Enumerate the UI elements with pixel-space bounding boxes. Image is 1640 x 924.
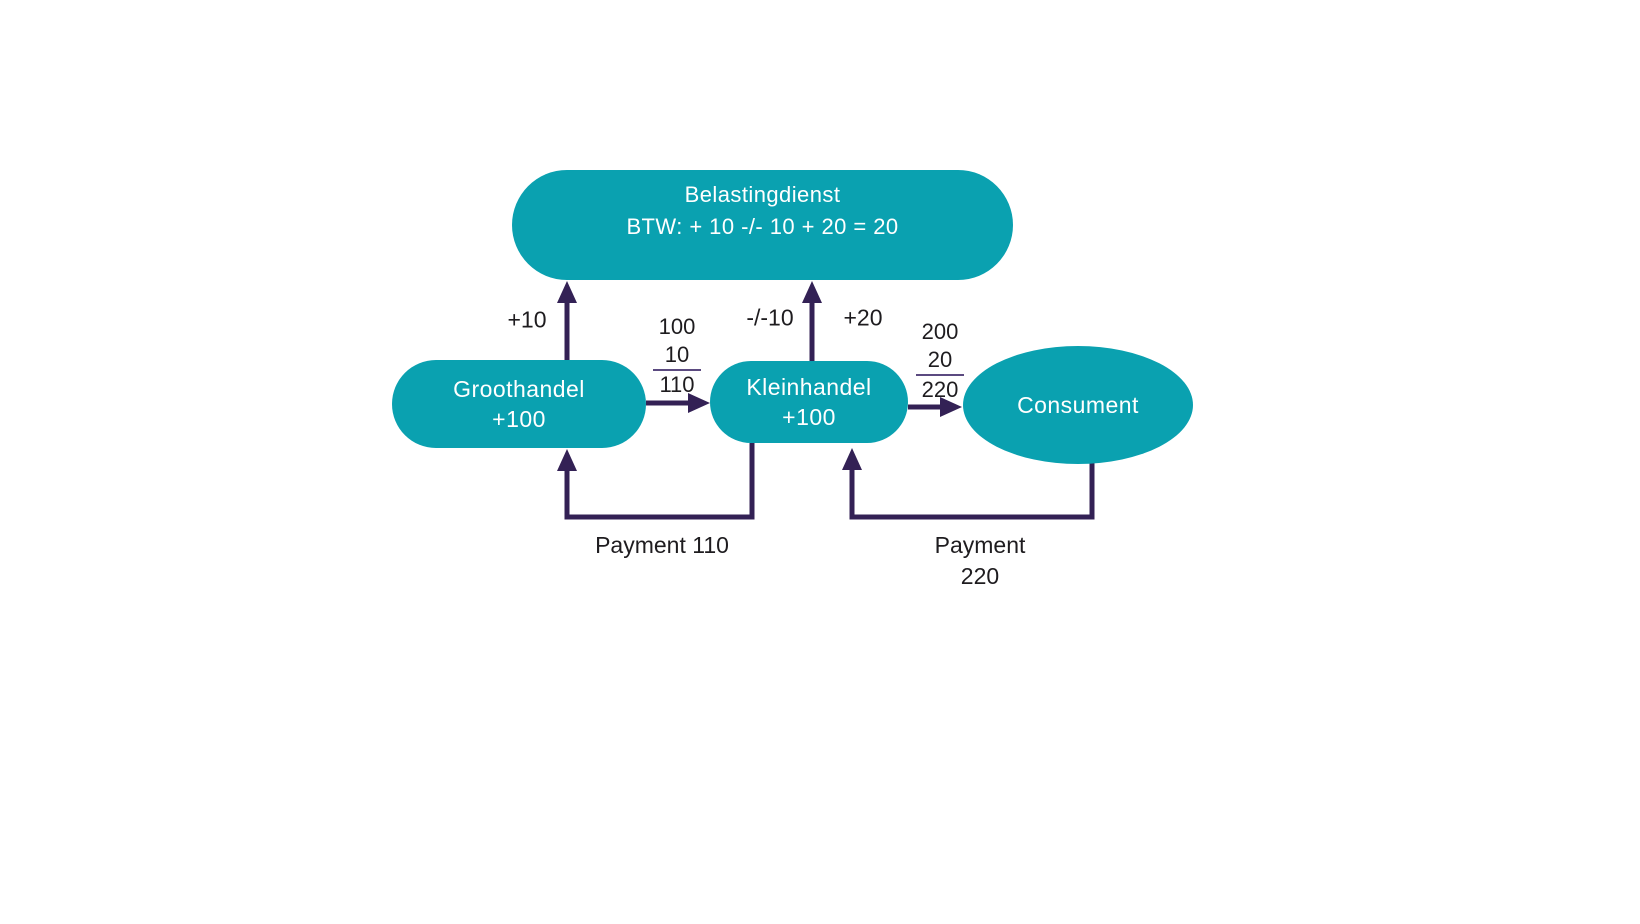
label-payment-110: Payment 110	[595, 530, 729, 561]
label-payment-220-amount: 220	[960, 563, 1000, 589]
invoice-retail-to-consumer: 200 20 220	[916, 318, 964, 404]
node-groothandel-value: +100	[492, 406, 546, 432]
invoice-wholesale-vat: 10	[653, 341, 701, 371]
label-payment-110-text: Payment 110	[595, 532, 729, 558]
arrow-wholesale-to-tax	[557, 281, 577, 360]
node-groothandel-title: Groothandel	[453, 376, 585, 402]
invoice-wholesale-total: 110	[659, 372, 695, 397]
node-belastingdienst-btw-total: BTW: + 10 -/- 10 + 20 = 20	[626, 214, 899, 239]
label-vat-retail-deduct: -/-10	[746, 304, 794, 331]
invoice-wholesale-net: 100	[658, 314, 696, 339]
arrow-payment-retail-to-wholesale	[557, 443, 755, 520]
node-kleinhandel-value: +100	[782, 404, 836, 430]
node-kleinhandel: Kleinhandel +100	[710, 361, 908, 443]
node-belastingdienst: Belastingdienst BTW: + 10 -/- 10 + 20 = …	[512, 170, 1013, 280]
invoice-wholesale-to-retail: 100 10 110	[653, 313, 701, 399]
label-payment-220-word: Payment	[934, 532, 1026, 558]
node-kleinhandel-title: Kleinhandel	[746, 374, 872, 400]
invoice-retail-net: 200	[921, 319, 959, 344]
invoice-retail-total: 220	[921, 377, 959, 402]
arrow-retail-to-tax	[802, 281, 822, 361]
node-groothandel: Groothandel +100	[392, 360, 646, 448]
arrow-payment-consumer-to-retail	[842, 448, 1095, 520]
node-consument: Consument	[963, 346, 1193, 464]
node-belastingdienst-title: Belastingdienst	[684, 182, 841, 207]
node-consument-title: Consument	[1017, 392, 1139, 418]
arrow-retail-to-consumer	[908, 397, 962, 417]
label-vat-wholesale-remit: +10	[507, 306, 547, 333]
label-vat-retail-remit: +20	[843, 304, 883, 331]
label-payment-220: Payment 220	[935, 530, 1026, 592]
invoice-retail-vat: 20	[916, 346, 964, 376]
arrow-wholesale-to-retail	[646, 393, 710, 413]
